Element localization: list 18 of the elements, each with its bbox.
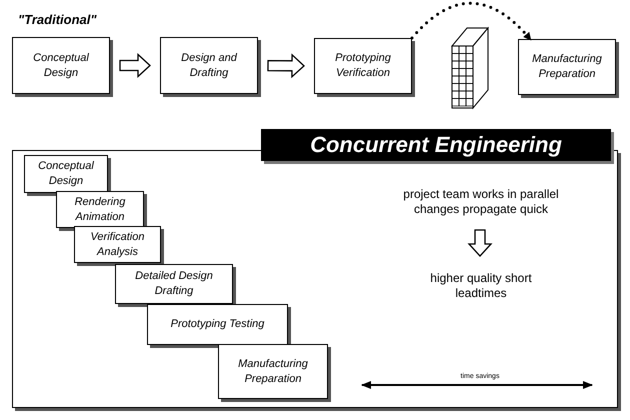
process-box: Prototyping Verification [314,38,412,94]
hollow-arrow [267,53,305,78]
dotted-arrow [410,2,532,40]
process-box: Detailed Design Drafting [115,264,233,304]
section-label: "Traditional" [18,11,97,29]
hollow-arrow [468,229,492,257]
heading-banner: Concurrent Engineering [261,129,611,161]
process-box: Conceptual Design [12,37,110,94]
note-text: higher quality short leadtimes [429,271,533,301]
note-text: project team works in parallel changes propagate quick [402,187,560,217]
process-box: Design and Drafting [160,37,258,94]
process-box: Prototyping Testing [147,304,288,345]
process-box: Manufacturing Preparation [218,344,328,399]
process-box: Rendering Animation [56,191,144,228]
process-box: Conceptual Design [24,155,108,193]
process-box: Manufacturing Preparation [518,39,616,95]
hollow-arrow [119,53,151,78]
process-box: Verification Analysis [74,226,161,263]
